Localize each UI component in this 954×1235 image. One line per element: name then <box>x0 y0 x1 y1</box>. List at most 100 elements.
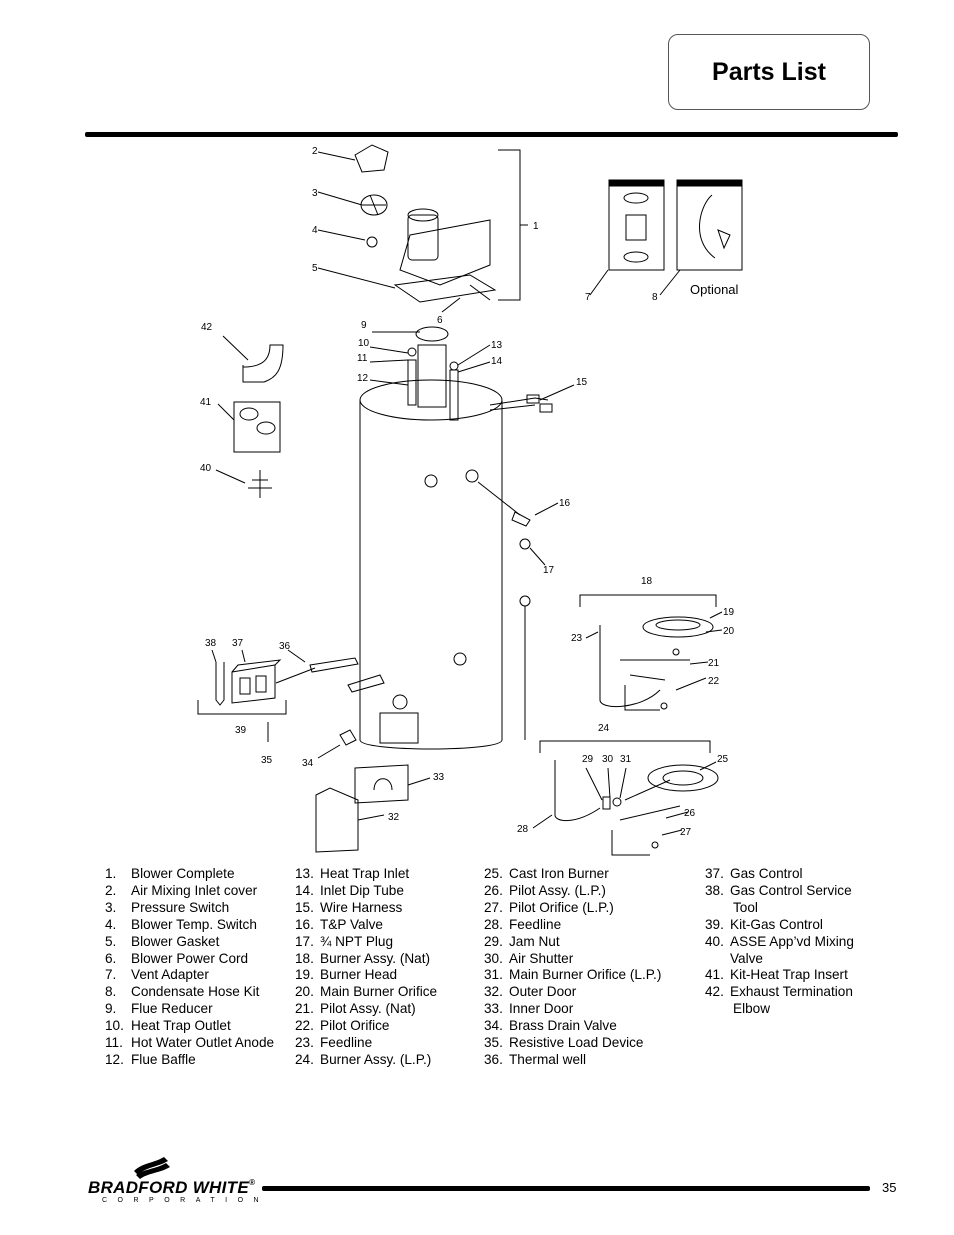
callout-37: 37 <box>232 638 244 649</box>
part-item: 33.Inner Door <box>484 1001 574 1017</box>
part-item: 32.Outer Door <box>484 984 577 1000</box>
callout-28: 28 <box>517 824 529 835</box>
part-item-continuation: Valve <box>730 950 763 966</box>
tp-valve <box>511 511 531 527</box>
callout-35: 35 <box>261 755 273 766</box>
part-item: 12.Flue Baffle <box>105 1051 196 1067</box>
part-item: 2.Air Mixing Inlet cover <box>105 882 258 898</box>
callout-6: 6 <box>437 315 443 326</box>
part-item: 10.Heat Trap Outlet <box>105 1018 231 1034</box>
callout-36: 36 <box>279 641 291 652</box>
part-item: 14.Inlet Dip Tube <box>295 882 404 898</box>
callout-15: 15 <box>576 377 588 388</box>
part-item: 20.Main Burner Orifice <box>295 984 438 1000</box>
callout-22: 22 <box>708 676 720 687</box>
flue-reducer <box>415 326 449 342</box>
part-item: 21.Pilot Assy. (Nat) <box>295 1001 416 1017</box>
brass-drain-valve <box>339 729 357 746</box>
part-item: 29.Jam Nut <box>484 933 560 949</box>
callout-19: 19 <box>723 607 735 618</box>
callout-31: 31 <box>620 754 632 765</box>
callout-11: 11 <box>357 353 368 364</box>
part-item: 40.ASSE App’vd Mixing <box>705 933 854 949</box>
callout-16: 16 <box>559 498 571 509</box>
gas-control-service-tool <box>215 662 225 706</box>
callout-29: 29 <box>582 754 594 765</box>
part-item: 24.Burner Assy. (L.P.) <box>295 1051 432 1067</box>
bracket-24 <box>539 740 711 753</box>
callout-7: 7 <box>585 292 591 303</box>
parts-list-column-3: 25.Cast Iron Burner 26.Pilot Assy. (L.P.… <box>484 866 661 1069</box>
tank-body <box>359 400 503 750</box>
part-item: 36.Thermal well <box>484 1051 587 1067</box>
burner-head <box>642 616 714 638</box>
page-number: 35 <box>882 1180 897 1195</box>
parts-list-column-2: 13.Heat Trap Inlet 14.Inlet Dip Tube 15.… <box>295 866 437 1069</box>
blower-temp-switch <box>366 236 378 248</box>
part-item-continuation: Elbow <box>733 1001 771 1017</box>
tank-top <box>359 379 503 421</box>
part-item: 37.Gas Control <box>705 866 803 881</box>
part-item: 7.Vent Adapter <box>105 967 209 983</box>
heat-trap-insert-kit <box>233 401 281 453</box>
callout-25: 25 <box>717 754 729 765</box>
blower-housing <box>407 214 439 261</box>
callout-4: 4 <box>312 225 318 236</box>
air-mixing-inlet-cover <box>354 144 389 173</box>
bracket-18 <box>579 594 717 607</box>
callout-21: 21 <box>708 658 720 669</box>
wire-harness <box>489 397 549 411</box>
callout-20: 20 <box>723 626 735 637</box>
part-item: 6.Blower Power Cord <box>105 950 249 966</box>
callout-42: 42 <box>201 322 213 333</box>
blower-assembly <box>354 144 528 303</box>
callout-18: 18 <box>641 576 653 587</box>
callout-13: 13 <box>491 340 503 351</box>
npt-plug <box>519 538 531 550</box>
mixing-valve <box>248 470 272 498</box>
part-item: 41.Kit-Heat Trap Insert <box>705 967 848 983</box>
callout-24: 24 <box>598 723 610 734</box>
bottom-rule <box>262 1186 870 1191</box>
outer-door <box>315 787 359 853</box>
thermal-well <box>309 657 359 673</box>
callout-34: 34 <box>302 758 314 769</box>
callout-38: 38 <box>205 638 217 649</box>
bracket-39 <box>197 700 287 715</box>
inner-door-opening <box>379 712 419 744</box>
blower-gasket <box>393 274 497 303</box>
part-item: 3.Pressure Switch <box>105 899 230 915</box>
brand-logo-subtext: CORPORATION <box>102 1197 270 1204</box>
part-item: 19.Burner Head <box>295 967 398 983</box>
callout-26: 26 <box>684 808 696 819</box>
callout-40: 40 <box>200 463 212 474</box>
callout-12: 12 <box>357 373 369 384</box>
part-item: 11.Hot Water Outlet Anode <box>105 1035 275 1051</box>
part-item: 26.Pilot Assy. (L.P.) <box>484 882 606 898</box>
title-box: Parts List <box>668 34 870 110</box>
page-title: Parts List <box>712 57 826 86</box>
callout-39: 39 <box>235 725 247 736</box>
cast-iron-burner <box>647 764 719 792</box>
part-item: 23.Feedline <box>295 1035 373 1051</box>
callout-10: 10 <box>358 338 370 349</box>
part-item: 34.Brass Drain Valve <box>484 1018 617 1034</box>
callout-8: 8 <box>652 292 658 303</box>
callout-32: 32 <box>388 812 400 823</box>
part-item: 42.Exhaust Termination <box>705 984 853 1000</box>
callout-23: 23 <box>571 633 583 644</box>
gas-control <box>231 664 276 704</box>
part-item: 8.Condensate Hose Kit <box>105 984 260 1000</box>
part-item: 18.Burner Assy. (Nat) <box>295 950 431 966</box>
part-item: 9.Flue Reducer <box>105 1001 213 1017</box>
callout-30: 30 <box>602 754 614 765</box>
part-item: 1.Blower Complete <box>105 866 235 881</box>
flue-baffle <box>417 344 447 408</box>
callout-41: 41 <box>200 397 212 408</box>
part-item: 16.T&P Valve <box>295 916 383 932</box>
feedline <box>599 625 661 708</box>
part-item: 38.Gas Control Service <box>705 882 852 898</box>
bradford-white-logo-mark-icon <box>134 1157 170 1179</box>
callout-9: 9 <box>361 320 367 331</box>
